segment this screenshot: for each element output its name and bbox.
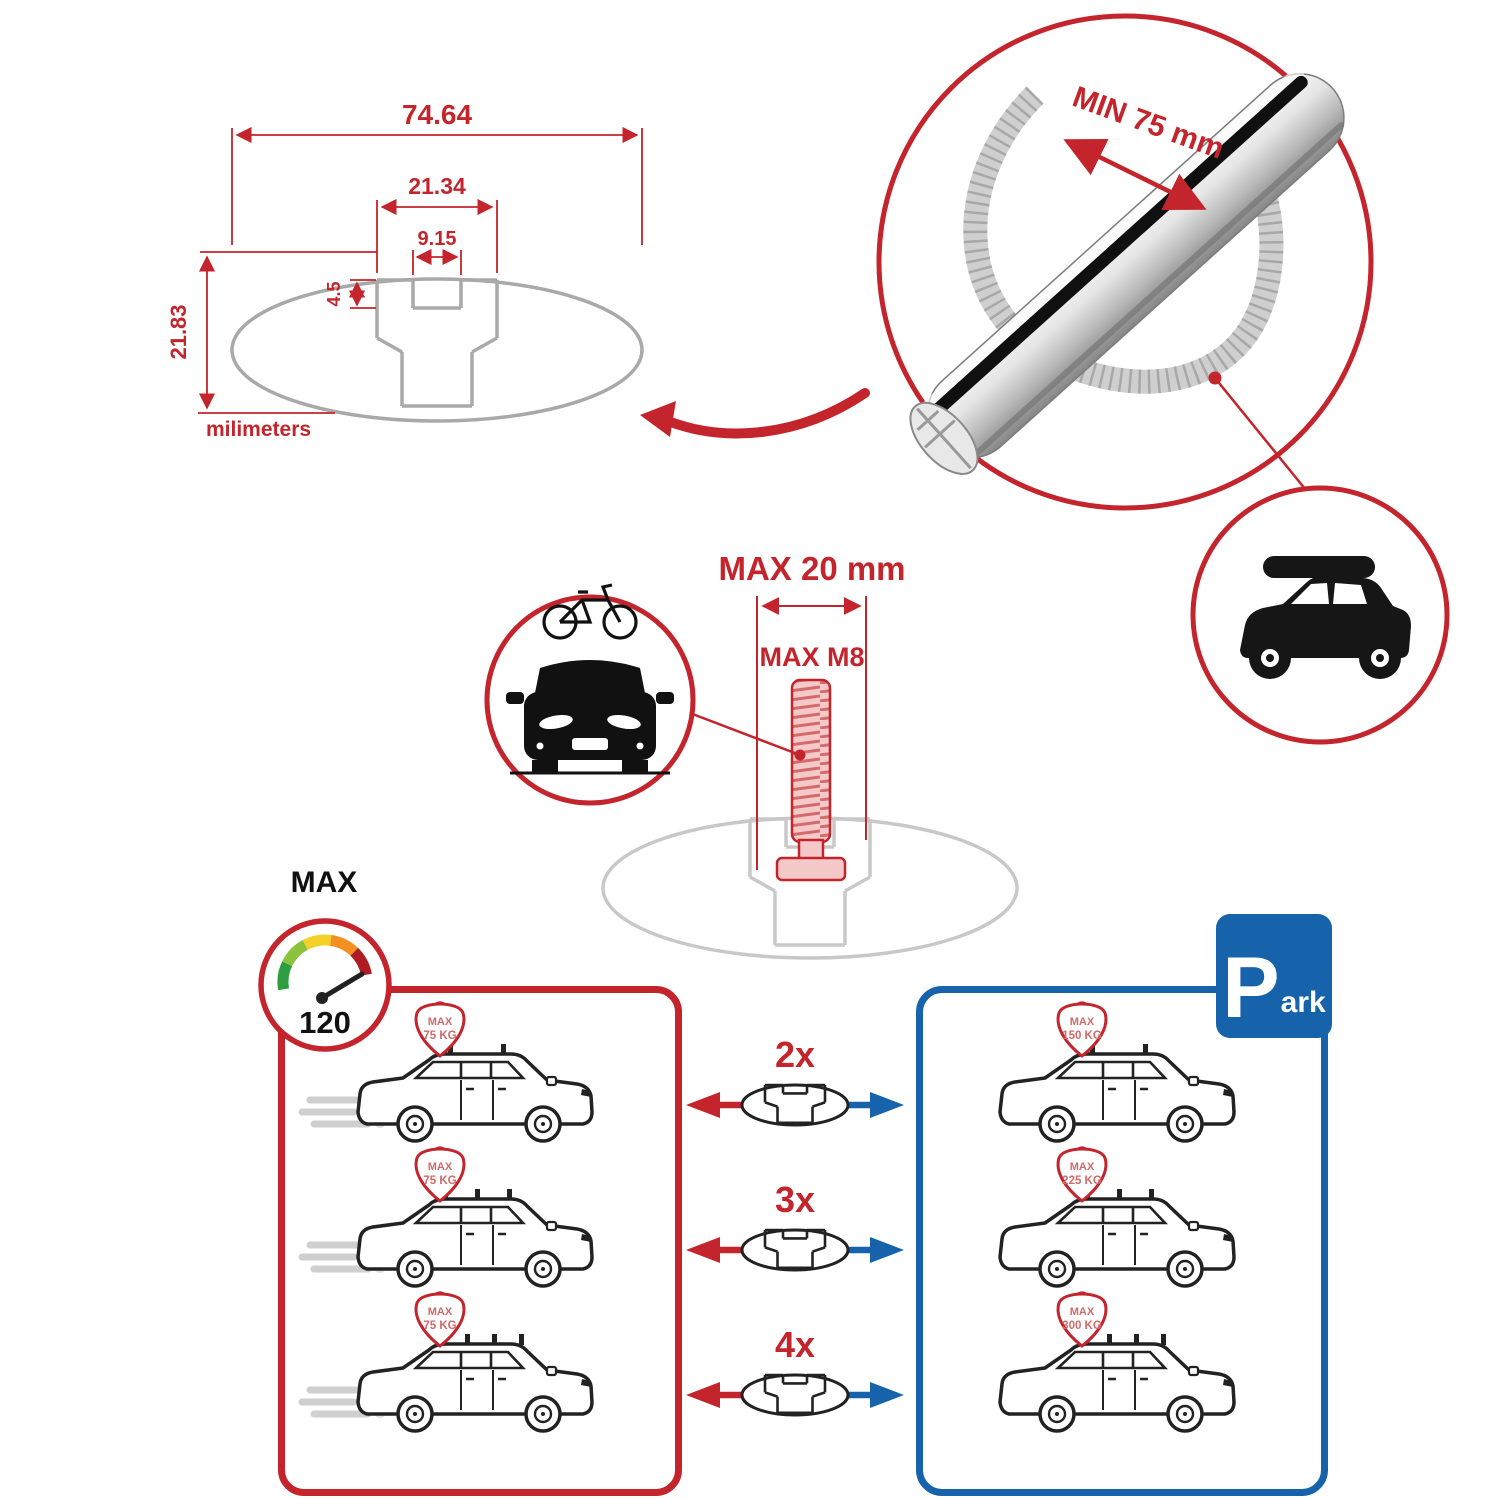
crossbar-ellipse-icon	[740, 1228, 850, 1272]
gauge-needle	[319, 971, 365, 1001]
max-load-flag: MAX 300 KG	[1056, 1291, 1108, 1348]
park-sign-suffix: ark	[1280, 986, 1326, 1019]
speed-max-title: MAX	[290, 866, 358, 899]
max-load-flag: MAX 75 KG	[414, 1146, 466, 1203]
crossbar-count-row-2: 3x	[686, 1179, 904, 1272]
flag-line2: 225 KG	[1062, 1175, 1102, 1187]
bar-detail-view: MIN 75 mm	[876, 13, 1450, 745]
bar-cross-section-outline	[230, 277, 644, 423]
max-load-flag: MAX 150 KG	[1056, 1001, 1108, 1058]
red-car-row-3: MAX 75 KG	[302, 1291, 594, 1433]
dim-lip-depth: 4.5	[324, 281, 344, 306]
cross-section-diagram: 74.64 21.34 9.15 4.5 21.83 milimeters	[166, 99, 644, 441]
measuring-strap	[963, 86, 1284, 394]
bolt-max-thread-label: MAX M8	[759, 642, 864, 672]
bolt-dimension-lines	[756, 596, 867, 870]
bolt-spec-diagram: MAX 20 mm MAX M8	[484, 550, 1019, 960]
bolt-max-length-label: MAX 20 mm	[718, 550, 905, 587]
flag-line1: MAX	[1070, 1306, 1095, 1318]
flag-line1: MAX	[428, 1306, 453, 1318]
dim-bar-height: 21.83	[166, 304, 191, 359]
count-label: 4x	[775, 1324, 815, 1365]
blue-car-row-3: MAX 300 KG	[998, 1291, 1236, 1433]
callout-dot	[794, 749, 806, 761]
crossbar-ellipse-icon	[740, 1083, 850, 1127]
gauge-arc	[277, 934, 372, 991]
red-car-row-1: MAX 75 KG	[302, 1001, 594, 1143]
count-label: 2x	[775, 1034, 815, 1075]
car-front-icon	[506, 660, 674, 775]
dim-slot-width: 9.15	[418, 228, 457, 250]
max-load-flag: MAX 75 KG	[414, 1001, 466, 1058]
count-label: 3x	[775, 1179, 815, 1220]
dim-channel-width: 21.34	[408, 173, 466, 199]
flag-line2: 75 KG	[423, 1175, 456, 1187]
flag-line1: MAX	[428, 1016, 453, 1028]
bicycle-icon	[542, 583, 638, 640]
arrowhead	[640, 401, 676, 437]
dim-total-width: 74.64	[402, 99, 472, 130]
flag-line1: MAX	[1070, 1161, 1095, 1173]
flag-line1: MAX	[1070, 1016, 1095, 1028]
bar-end-section	[909, 401, 979, 475]
park-sign-letter: P	[1222, 940, 1280, 1037]
rubber-strip	[929, 75, 1308, 418]
flag-line1: MAX	[428, 1161, 453, 1173]
flag-line2: 300 KG	[1062, 1320, 1102, 1332]
flag-line2: 75 KG	[423, 1320, 456, 1332]
dimension-lines	[198, 126, 643, 414]
load-table-graphic: MAX 75 KG 2x MAX 150 KG	[270, 1001, 1236, 1433]
crossbar-ellipse-icon	[740, 1373, 850, 1417]
speed-value: 120	[299, 1005, 351, 1040]
flag-line2: 150 KG	[1062, 1030, 1102, 1042]
bolt-icon	[775, 678, 847, 882]
crossbar-count-row-3: 4x	[686, 1324, 904, 1417]
blue-car-row-1: MAX 150 KG	[998, 1001, 1236, 1143]
blue-car-row-2: MAX 225 KG	[998, 1146, 1236, 1288]
pointer-arrow	[640, 388, 870, 439]
speed-gauge: 120	[258, 918, 392, 1052]
crossbar-count-row-1: 2x	[686, 1034, 904, 1127]
max-load-flag: MAX 75 KG	[414, 1291, 466, 1348]
flag-line2: 75 KG	[423, 1030, 456, 1042]
min-clearance-arrow	[1063, 138, 1207, 211]
aluminum-crossbar	[909, 68, 1345, 475]
red-car-row-2: MAX 75 KG	[302, 1146, 594, 1288]
suv-roofbox-icon	[1240, 556, 1411, 679]
dim-unit-label: milimeters	[206, 418, 311, 441]
max-load-flag: MAX 225 KG	[1056, 1146, 1108, 1203]
